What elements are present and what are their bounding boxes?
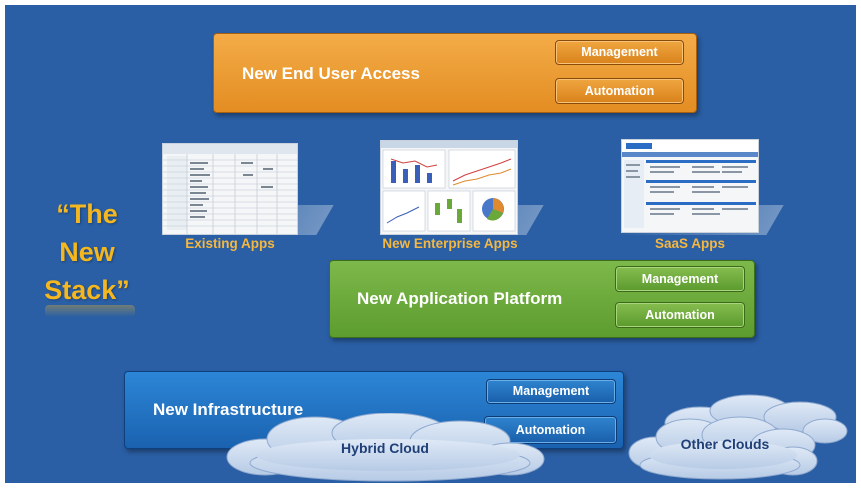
infrastructure-title: New Infrastructure [153, 400, 304, 419]
existing-apps-screenshot [162, 143, 298, 235]
end-user-access-title: New End User Access [242, 64, 420, 83]
app-platform-box: New Application Platform Management Auto… [329, 260, 755, 338]
end-user-access-management-button[interactable]: Management [555, 40, 684, 65]
slogan-reflection [45, 305, 135, 317]
slogan-line-1: “The [56, 199, 118, 229]
end-user-access-box: New End User Access Management Automatio… [213, 33, 697, 113]
end-user-access-automation-button[interactable]: Automation [555, 78, 684, 104]
dashboard-icon [381, 141, 517, 232]
other-clouds-icon [628, 394, 848, 480]
enterprise-apps-label: New Enterprise Apps [382, 236, 518, 251]
hybrid-cloud-label: Hybrid Cloud [341, 440, 429, 456]
app-platform-automation-button[interactable]: Automation [615, 302, 745, 328]
saas-apps-screenshot [621, 139, 759, 233]
slogan: “The New Stack” [27, 195, 147, 309]
existing-apps-label: Existing Apps [185, 236, 275, 251]
infrastructure-management-button[interactable]: Management [486, 379, 616, 404]
app-platform-title: New Application Platform [357, 289, 563, 308]
web-page-icon [622, 140, 758, 228]
other-clouds-label: Other Clouds [680, 436, 770, 452]
enterprise-apps-screenshot [380, 140, 518, 235]
hybrid-cloud-icon [226, 413, 545, 482]
app-platform-management-button[interactable]: Management [615, 266, 745, 292]
slogan-line-3: Stack” [44, 275, 130, 305]
saas-apps-label: SaaS Apps [654, 236, 726, 251]
slogan-line-2: New [59, 237, 115, 267]
spreadsheet-icon [163, 144, 297, 234]
diagram-canvas: New End User Access Management Automatio… [5, 5, 856, 483]
